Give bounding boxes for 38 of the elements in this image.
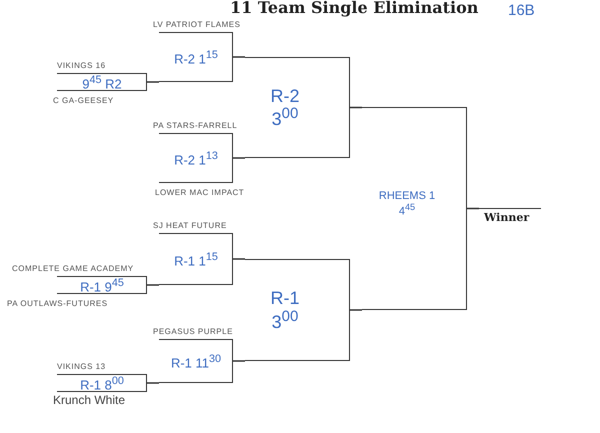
team-name: VIKINGS 13 (57, 363, 106, 372)
bracket-line (147, 382, 159, 384)
game-note: R-1 3$^{00}$ (269, 289, 300, 333)
team-name: LOWER MAC IMPACT (155, 189, 244, 198)
team-name: PA STARS-FARRELL (153, 122, 238, 131)
bracket-line (147, 284, 159, 286)
game-note: R-1 8$^{00}$ (79, 376, 125, 393)
winner-label: Winner (484, 212, 530, 224)
game-note: RHEEMS 1 4$^{45}$ (378, 190, 436, 218)
bracket-line (233, 56, 245, 58)
game-note: R-2 3$^{00}$ (269, 86, 300, 130)
team-name: PA OUTLAWS-FUTURES (7, 300, 108, 309)
title: 11 Team Single Elimination (230, 0, 478, 17)
game-note: R-2 1$^{13}$ (173, 151, 219, 168)
game-note: R-1 9$^{45}$ (79, 278, 125, 295)
bracket-line (233, 157, 245, 159)
team-name: Krunch White (53, 394, 126, 408)
game-note: R-2 1$^{15}$ (173, 50, 219, 67)
bracket (245, 57, 350, 158)
team-name: SJ HEAT FUTURE (153, 222, 227, 231)
team-name: COMPLETE GAME ACADEMY (12, 265, 134, 274)
game-note: 9$^{45}$ R2 (81, 75, 123, 92)
bracket-line (233, 258, 245, 260)
game-note: R-1 11$^{30}$ (170, 354, 222, 371)
bracket-line (350, 106, 362, 108)
bracket-line (350, 309, 362, 311)
bracket-line (233, 360, 245, 362)
bracket-line (147, 81, 159, 83)
bracket (362, 107, 467, 310)
bracket-line (467, 208, 479, 210)
team-name: VIKINGS 16 (57, 62, 106, 71)
team-name: PEGASUS PURPLE (153, 328, 233, 337)
note: 16B (508, 2, 535, 19)
winner-line (479, 208, 541, 224)
game-note: R-1 1$^{15}$ (173, 252, 219, 269)
bracket (245, 259, 350, 361)
team-name: C GA-GEESEY (53, 97, 114, 106)
team-name: LV PATRIOT FLAMES (153, 21, 240, 30)
